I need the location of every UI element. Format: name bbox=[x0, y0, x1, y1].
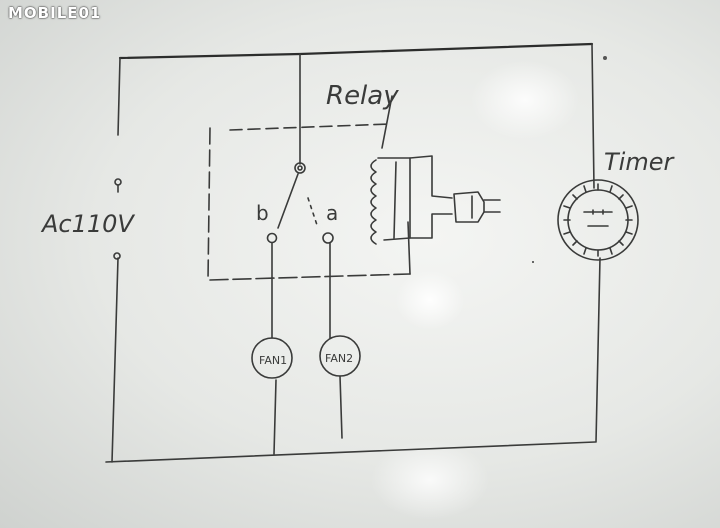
relay-coil bbox=[370, 155, 453, 245]
power-label: Ac110V bbox=[40, 210, 135, 238]
relay-box-top bbox=[229, 123, 391, 131]
timer-label: Timer bbox=[604, 148, 675, 176]
contact-b-terminal bbox=[266, 232, 278, 244]
plug bbox=[453, 191, 501, 223]
coil-core bbox=[393, 161, 397, 239]
relay-label-stroke bbox=[381, 95, 393, 149]
bottom-wire bbox=[105, 441, 596, 463]
timer bbox=[557, 179, 639, 261]
left-lower-wire bbox=[111, 257, 119, 463]
fan2-label: FAN2 bbox=[325, 352, 353, 365]
outer-circuit-wires bbox=[105, 42, 601, 463]
switch-arm bbox=[277, 173, 299, 229]
contact-a-terminal bbox=[322, 232, 334, 244]
relay-box-bottom bbox=[209, 273, 411, 281]
timer-dial-notches bbox=[592, 209, 604, 215]
top-wire bbox=[118, 42, 594, 60]
relay-box-right bbox=[407, 221, 411, 275]
fan2-symbol bbox=[319, 335, 361, 377]
relay-switch bbox=[266, 162, 334, 244]
contact-a-label: a bbox=[326, 201, 338, 225]
plug-body bbox=[453, 191, 485, 223]
switch-dashed-path bbox=[307, 197, 319, 229]
power-terminals bbox=[113, 178, 122, 260]
relay-box-left bbox=[207, 127, 211, 281]
light-glare bbox=[370, 440, 490, 520]
stray-dot bbox=[603, 56, 607, 60]
light-glare bbox=[470, 60, 580, 140]
power-terminal-top bbox=[114, 178, 122, 186]
coil-lead-top bbox=[409, 155, 453, 199]
fan2-lower-wire bbox=[339, 375, 343, 439]
left-upper-wire bbox=[117, 57, 121, 136]
coil-winding bbox=[370, 159, 377, 245]
right-lower-wire bbox=[595, 257, 601, 443]
fan1-symbol bbox=[251, 337, 293, 379]
coil-frame bbox=[377, 157, 411, 241]
watermark-logo: MOBILE01 bbox=[8, 4, 102, 22]
power-terminal-bottom bbox=[113, 252, 121, 260]
right-upper-wire bbox=[591, 43, 595, 189]
fan1-label: FAN1 bbox=[259, 354, 287, 367]
common-contact bbox=[294, 162, 306, 174]
contact-b-label: b bbox=[256, 201, 269, 225]
timer-outer-ring bbox=[557, 179, 639, 261]
stray-dot bbox=[532, 261, 534, 263]
coil-lead-bottom bbox=[409, 213, 453, 239]
fan-circuits bbox=[251, 242, 361, 455]
timer-ticks bbox=[563, 183, 633, 257]
relay-enclosure bbox=[207, 95, 411, 281]
timer-tick-marks bbox=[563, 183, 633, 257]
relay-label: Relay bbox=[326, 81, 399, 111]
common-contact-center bbox=[297, 165, 303, 171]
fan1-lower-wire bbox=[273, 379, 277, 455]
light-glare bbox=[395, 270, 465, 330]
